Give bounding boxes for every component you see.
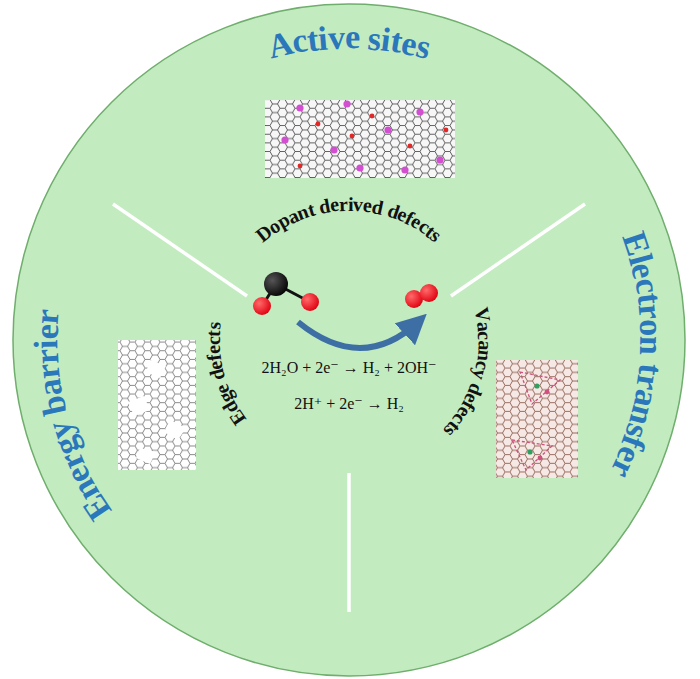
glyph: c (473, 331, 496, 341)
lattice-pattern (496, 360, 578, 478)
defect-label: Vacancy defects (437, 301, 497, 444)
vacancy-graphene-lattice (496, 360, 578, 478)
atom (264, 272, 288, 296)
property-label: Electron transfer (602, 221, 674, 490)
edge-gaps (128, 360, 186, 464)
glyph: c (201, 336, 224, 345)
glyph: r (339, 192, 349, 215)
defect-label: Edge defects (201, 314, 251, 431)
vacancy-atoms (527, 383, 549, 460)
edge-graphene-lattice (118, 340, 196, 470)
atom (420, 284, 438, 302)
glyph: v (327, 17, 346, 57)
dopant-atoms-small (298, 114, 449, 169)
defect-label: Dopant derived defects (251, 192, 448, 248)
dopant-atoms (281, 100, 443, 173)
glyph: n (632, 336, 671, 356)
property-label: Active sites (257, 16, 444, 68)
lattice-pattern (118, 340, 196, 470)
property-label: Energy barrier (25, 296, 119, 531)
lattice-ground (496, 360, 578, 478)
glyph: o (632, 319, 672, 338)
glyph: i (348, 192, 354, 215)
vacancy-triangles (512, 372, 560, 470)
glyph: t (202, 329, 225, 337)
glyph: r (631, 303, 671, 322)
lattice-ground (118, 340, 196, 470)
glyph: r (27, 348, 67, 365)
divider-line (347, 473, 351, 612)
glyph: a (472, 320, 496, 332)
atom (301, 293, 319, 311)
glyph: r (27, 308, 67, 326)
doped-graphene-lattice (265, 100, 455, 178)
node-circle (13, 4, 685, 676)
glyph: i (26, 339, 65, 349)
reaction-equation: 2H⁺ + 2e⁻ → H₂ (294, 394, 404, 413)
reaction-equation: 2H₂O + 2e⁻ → H₂ + 2OH⁻ (262, 358, 437, 377)
glyph: e (26, 324, 65, 340)
lattice-pattern (265, 100, 455, 178)
glyph: e (345, 17, 361, 56)
lattice-ground (265, 100, 455, 178)
atom (253, 297, 271, 315)
